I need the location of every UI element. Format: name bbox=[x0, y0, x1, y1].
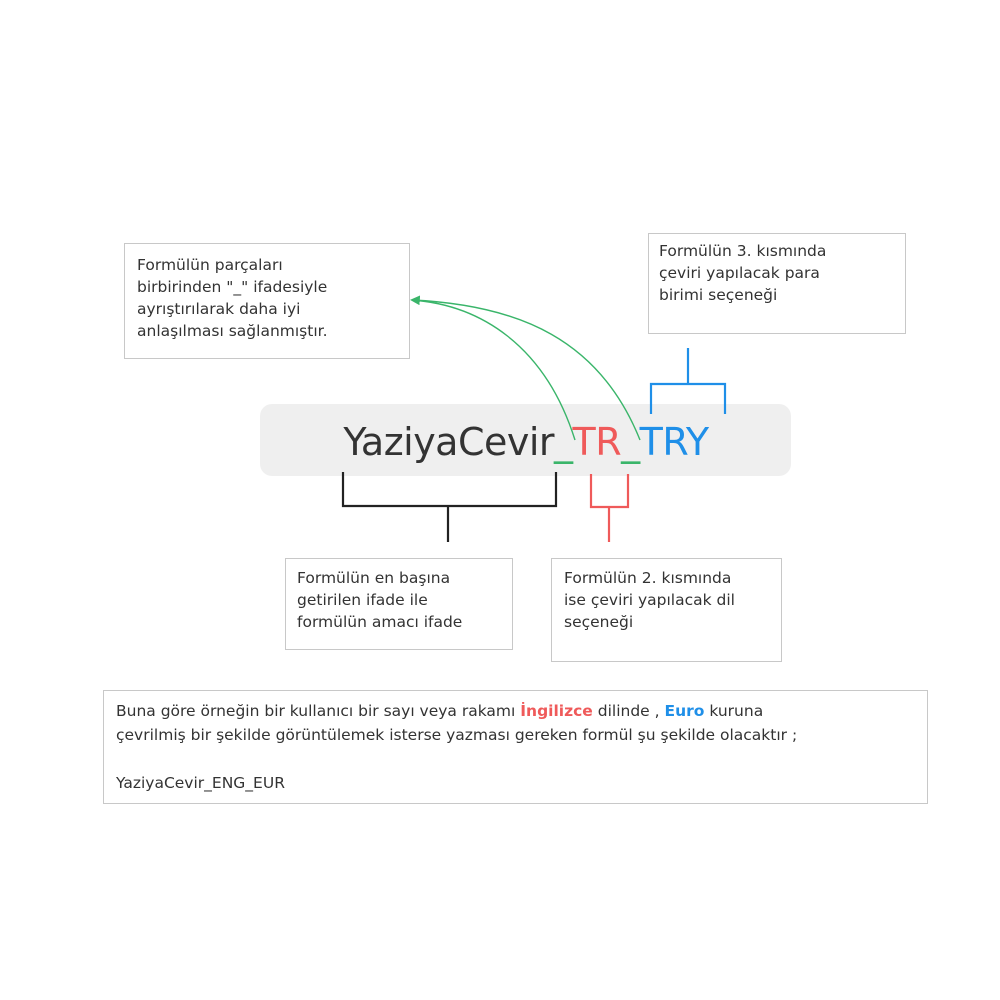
note-separators-line-1: Formülün parçaları bbox=[137, 256, 283, 274]
note-separators: Formülün parçaları birbirinden "_" ifade… bbox=[124, 243, 410, 359]
summary-text-1: Buna göre örneğin bir kullanıcı bir sayı… bbox=[116, 702, 521, 720]
note-currency-line-2: çeviri yapılacak para bbox=[659, 264, 820, 282]
note-purpose-line-3: formülün amacı ifade bbox=[297, 613, 463, 631]
note-language-line-2: ise çeviri yapılacak dil bbox=[564, 591, 735, 609]
note-currency: Formülün 3. kısmında çeviri yapılacak pa… bbox=[648, 233, 906, 334]
summary-text-3: kuruna bbox=[704, 702, 764, 720]
note-separators-line-3: ayrıştırılarak daha iyi bbox=[137, 300, 301, 318]
note-currency-line-3: birimi seçeneği bbox=[659, 286, 778, 304]
note-separators-line-4: anlaşılması sağlanmıştır. bbox=[137, 322, 328, 340]
formula-base: YaziyaCevir bbox=[343, 420, 555, 464]
summary-currency-highlight: Euro bbox=[664, 702, 705, 720]
summary-blank-line bbox=[116, 747, 917, 771]
formula-language: TR bbox=[572, 420, 622, 464]
note-purpose-line-1: Formülün en başına bbox=[297, 569, 451, 587]
note-currency-line-1: Formülün 3. kısmında bbox=[659, 242, 827, 260]
note-purpose-line-2: getirilen ifade ile bbox=[297, 591, 428, 609]
formula-separator-1: _ bbox=[554, 420, 573, 464]
note-language-line-3: seçeneği bbox=[564, 613, 634, 631]
note-language-line-1: Formülün 2. kısmında bbox=[564, 569, 732, 587]
summary-box: Buna göre örneğin bir kullanıcı bir sayı… bbox=[103, 690, 928, 804]
note-separators-line-2: birbirinden "_" ifadesiyle bbox=[137, 278, 328, 296]
summary-line-2: çevrilmiş bir şekilde görüntülemek ister… bbox=[116, 726, 798, 744]
formula-currency: TRY bbox=[639, 420, 709, 464]
note-purpose: Formülün en başına getirilen ifade ile f… bbox=[285, 558, 513, 650]
summary-text-2: dilinde , bbox=[592, 702, 665, 720]
language-bracket bbox=[589, 474, 630, 542]
summary-example: YaziyaCevir_ENG_EUR bbox=[116, 774, 285, 792]
summary-language-highlight: İngilizce bbox=[520, 702, 593, 720]
note-language: Formülün 2. kısmında ise çeviri yapılaca… bbox=[551, 558, 782, 662]
summary-line-1: Buna göre örneğin bir kullanıcı bir sayı… bbox=[116, 699, 917, 723]
formula-separator-2: _ bbox=[621, 420, 640, 464]
formula-text: YaziyaCevir_TR_TRY bbox=[0, 404, 1000, 476]
purpose-bracket bbox=[341, 472, 558, 542]
